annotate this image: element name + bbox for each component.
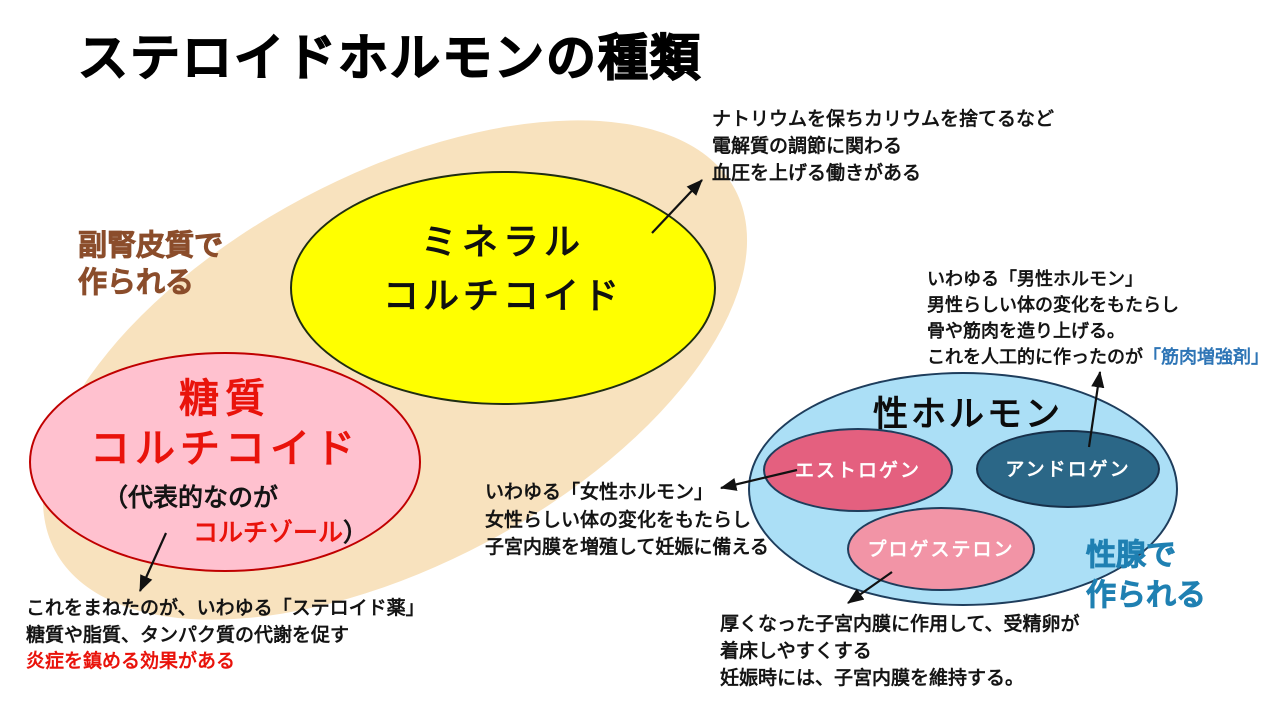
closing-paren: ） — [343, 519, 369, 547]
estrogen-label: エストロゲン — [794, 460, 921, 482]
androgen-note-line3: 骨や筋肉を造り上げる。 — [927, 321, 1125, 341]
adrenal-made-in-label: 副腎皮質で 作られる — [78, 228, 224, 302]
progesterone-ellipse: プロゲステロン — [847, 507, 1035, 591]
androgen-note-line1: いわゆる「男性ホルモン」 — [927, 269, 1143, 289]
estrogen-ellipse: エストロゲン — [763, 428, 953, 512]
estrogen-note-line3: 子宮内膜を増殖して妊娠に備える — [485, 537, 769, 558]
glucocorticoid-representative-open: （代表的なのが — [103, 484, 279, 512]
glucocorticoid-representative-name: コルチゾール） — [193, 513, 368, 549]
estrogen-note-line1: いわゆる「女性ホルモン」 — [485, 482, 714, 503]
estrogen-note-line2: 女性らしい体の変化をもたらし — [485, 509, 752, 531]
mineralocorticoid-ellipse: ミネラル コルチコイド — [290, 171, 716, 405]
progesterone-note-line3: 妊娠時には、子宮内膜を維持する。 — [720, 668, 1025, 689]
mineralocorticoid-note: ナトリウムを保ちカリウムを捨てるなど 電解質の調節に関わる 血圧を上げる働きがあ… — [712, 106, 1054, 187]
mineralocorticoid-note-line2: 電解質の調節に関わる — [712, 136, 903, 157]
slide-title: ステロイドホルモンの種類 — [77, 29, 702, 86]
adrenal-made-in-line1: 副腎皮質で — [78, 230, 224, 263]
sex-hormone-title: 性ホルモン — [872, 395, 1063, 434]
androgen-note-line4: これを人工的に作ったのが「筋肉増強剤」 — [927, 344, 1269, 370]
glucocorticoid-note-line2: 糖質や脂質、タンパク質の代謝を促す — [26, 624, 350, 646]
glucocorticoid-name-line1: 糖質 — [179, 377, 271, 421]
glucocorticoid-note: これをまねたのが、いわゆる「ステロイド薬」 糖質や脂質、タンパク質の代謝を促す … — [26, 596, 425, 676]
gonad-made-in-label: 性腺で 作られる — [1086, 536, 1207, 616]
progesterone-note-line1: 厚くなった子宮内膜に作用して、受精卵が — [720, 614, 1080, 635]
progesterone-label: プロゲステロン — [867, 539, 1015, 561]
androgen-ellipse: アンドロゲン — [976, 430, 1160, 508]
cortisol-label: コルチゾール — [193, 519, 344, 547]
gonad-made-in-line2: 作られる — [1086, 579, 1207, 613]
androgen-label: アンドロゲン — [1005, 459, 1131, 481]
glucocorticoid-name-line2: コルチコイド — [90, 427, 360, 471]
glucocorticoid-note-line3: 炎症を鎮める効果がある — [26, 651, 236, 672]
adrenal-made-in-line2: 作られる — [78, 267, 195, 300]
mineralocorticoid-note-line3: 血圧を上げる働きがある — [712, 163, 922, 184]
androgen-note: いわゆる「男性ホルモン」 男性らしい体の変化をもたらし 骨や筋肉を造り上げる。 … — [927, 266, 1269, 370]
gonad-made-in-line1: 性腺で — [1086, 539, 1177, 573]
estrogen-note: いわゆる「女性ホルモン」 女性らしい体の変化をもたらし 子宮内膜を増殖して妊娠に… — [485, 479, 769, 562]
progesterone-note-line2: 着床しやすくする — [720, 641, 872, 662]
progesterone-note: 厚くなった子宮内膜に作用して、受精卵が 着床しやすくする 妊娠時には、子宮内膜を… — [720, 611, 1079, 692]
muscle-enhancer-highlight: 「筋肉増強剤」 — [1143, 347, 1269, 367]
mineralocorticoid-name-line2: コルチコイド — [382, 275, 623, 316]
androgen-note-line4-text: これを人工的に作ったのが — [927, 347, 1143, 367]
glucocorticoid-note-line1: これをまねたのが、いわゆる「ステロイド薬」 — [26, 598, 425, 619]
glucocorticoid-ellipse: 糖質 コルチコイド （代表的なのが コルチゾール） — [29, 352, 421, 572]
androgen-note-line2: 男性らしい体の変化をもたらし — [927, 295, 1179, 315]
mineralocorticoid-note-line1: ナトリウムを保ちカリウムを捨てるなど — [712, 109, 1055, 130]
mineralocorticoid-name-line1: ミネラル — [420, 221, 585, 262]
